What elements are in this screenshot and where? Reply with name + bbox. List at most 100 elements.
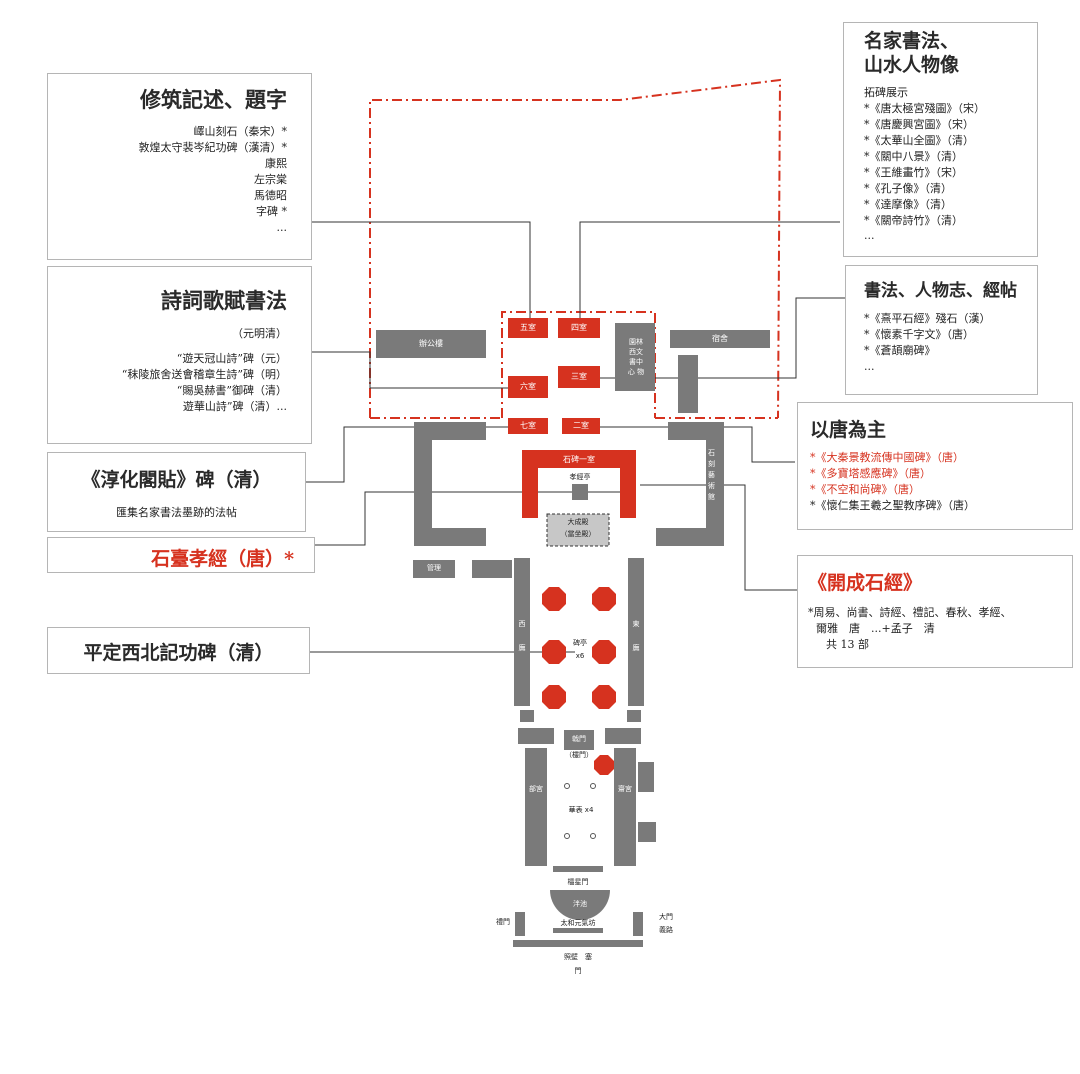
damen-label: 大門 xyxy=(659,913,673,921)
chunhua-desc: 匯集名家書法墨跡的法帖 xyxy=(116,506,237,519)
jimen-gate xyxy=(564,730,594,750)
pavilion xyxy=(542,640,566,664)
list-item: *《唐慶興宮圖》（宋） xyxy=(864,117,974,131)
office-building xyxy=(376,330,486,358)
room-6 xyxy=(508,376,548,398)
leader-lines xyxy=(306,221,845,653)
annotation-mingjia: 名家書法、 山水人物像 拓碑展示 *《唐太極宮殘圖》（宋） *《唐慶興宮圖》（宋… xyxy=(843,22,1038,257)
list-item: *《關中八景》（清） xyxy=(864,149,963,163)
mingjia-subtitle: 拓碑展示 xyxy=(864,86,908,99)
annotation-shitai: 石臺孝經（唐）* xyxy=(47,537,315,573)
huabiao-dots xyxy=(564,783,596,839)
room-1 xyxy=(522,450,636,518)
annotation-chunhua: 《淳化閣貼》碑（清） 匯集名家書法墨跡的法帖 xyxy=(47,452,306,532)
list-item: *《孔子像》（清） xyxy=(864,181,952,195)
zhaobi-wall xyxy=(513,940,643,947)
list-item: 遊華山詩”碑（清）... xyxy=(182,399,287,413)
damen-block xyxy=(633,912,643,936)
list-item: “秣陵旅舍送會稽章生詩”碑（明） xyxy=(121,367,287,381)
east-wing-label: 東廡 xyxy=(632,620,640,652)
room-2-label: 二室 xyxy=(573,421,589,430)
dorm-label: 宿舍 xyxy=(712,334,728,343)
annotation-pingding: 平定西北記功碑（清） xyxy=(47,627,310,674)
center-label-1: 園林 xyxy=(629,338,643,346)
list-item: “遊天冠山詩”碑（元） xyxy=(176,352,287,365)
beiting-label: 碑亭 xyxy=(573,639,587,647)
room-4-label: 四室 xyxy=(571,323,587,332)
stele-pavilions xyxy=(542,587,616,775)
huabiao-label: 華表 x4 xyxy=(568,806,594,814)
limen-label: 禮門 xyxy=(496,918,510,926)
dacheng-hall xyxy=(546,513,610,547)
center-label-3: 書中 xyxy=(629,358,643,366)
east-palace-label: 齋宮 xyxy=(618,785,632,793)
room-4 xyxy=(558,318,600,338)
annotation-kaicheng: 《開成石經》 *周易、尚書、詩經、禮記、春秋、孝經、 爾雅 唐 ...+孟子 清… xyxy=(797,555,1073,668)
pavilion xyxy=(592,640,616,664)
xiuzhu-title: 修筑記述、題字 xyxy=(140,87,287,112)
mingjia-list: 拓碑展示 *《唐太極宮殘圖》（宋） *《唐慶興宮圖》（宋） *《太華山全圖》（清… xyxy=(864,85,1027,244)
annotation-shufa: 書法、人物志、經帖 *《熹平石經》殘石（漢） *《懷素千字文》（唐） *《蒼頡廟… xyxy=(845,265,1038,395)
shufa-title: 書法、人物志、經帖 xyxy=(864,281,1017,301)
pavilion xyxy=(592,685,616,709)
list-item: 馬德昭 xyxy=(254,188,287,202)
taihe-label: 太和元氣坊 xyxy=(560,919,596,927)
mingjia-title-1: 名家書法、 xyxy=(864,30,960,52)
xiaojing-label: 孝經亭 xyxy=(569,473,591,481)
annotation-shici: 詩詞歌賦書法 （元明清） “遊天冠山詩”碑（元） “秣陵旅舍送會稽章生詩”碑（明… xyxy=(47,266,312,444)
north-boundary xyxy=(369,78,782,419)
list-item: *周易、尚書、詩經、禮記、春秋、孝經、 xyxy=(808,606,1012,619)
chunhua-title: 《淳化閣貼》碑（清） xyxy=(81,469,272,491)
list-item: 嶧山刻石（秦宋）* xyxy=(193,125,288,138)
east-gallery-label: 石刻藝術館 xyxy=(708,449,715,501)
list-item: ... xyxy=(864,359,875,373)
lingxing-label: 櫺星門 xyxy=(567,878,589,886)
shufa-list: *《熹平石經》殘石（漢） *《懷素千字文》（唐） *《蒼頡廟碑》 ... xyxy=(864,311,1031,375)
jimen-label: 戟門 xyxy=(572,735,586,743)
mingjia-title-2: 山水人物像 xyxy=(864,54,960,76)
annotation-yitang: 以唐為主 *《大秦景教流傳中國碑》（唐） *《多寶塔感應碑》（唐） *《不空和尚… xyxy=(797,402,1073,530)
inner-boundary xyxy=(501,311,656,418)
dorm-building xyxy=(670,330,770,348)
zhaobi-label-2: 門 xyxy=(574,967,582,975)
list-item: “賜吳赫書”御碑（清） xyxy=(176,383,287,397)
room-7 xyxy=(508,418,548,434)
dacheng-sub-label: （當坐殿） xyxy=(560,530,596,538)
list-item: *《熹平石經》殘石（漢） xyxy=(864,312,991,325)
guanli-label: 管理 xyxy=(427,564,441,572)
east-wing xyxy=(628,558,644,706)
room-5-label: 五室 xyxy=(520,323,536,332)
list-item: *《達摩像》（清） xyxy=(864,197,952,211)
list-item: *《懷仁集王羲之聖教序碑》（唐） xyxy=(810,498,975,512)
pavilion xyxy=(542,685,566,709)
list-item: *《太華山全圖》（清） xyxy=(864,133,974,147)
lingmen-label: （欞門） xyxy=(565,751,593,759)
west-palace-label: 部宮 xyxy=(529,785,543,793)
shici-period: （元明清） xyxy=(232,327,287,340)
list-item: ... xyxy=(864,229,875,243)
room-3 xyxy=(558,366,600,388)
xiaojing-pavilion xyxy=(572,484,588,500)
list-item: *《懷素千字文》（唐） xyxy=(864,327,974,341)
guanli-building xyxy=(413,560,455,578)
kaicheng-title: 《開成石經》 xyxy=(808,572,923,594)
room-1-label: 石碑一室 xyxy=(563,455,595,464)
pingding-title: 平定西北記功碑（清） xyxy=(83,642,274,664)
center-label-4: 心 物 xyxy=(627,368,645,376)
west-gallery xyxy=(414,422,486,546)
shici-title: 詩詞歌賦書法 xyxy=(161,288,287,313)
shitai-title: 石臺孝經（唐）* xyxy=(151,548,294,570)
center-label-2: 西文 xyxy=(629,348,643,356)
red-rooms xyxy=(508,318,636,518)
beiting-count: x6 xyxy=(575,652,585,660)
list-item: *《蒼頡廟碑》 xyxy=(864,343,936,357)
list-item: 爾雅 唐 ...+孟子 清 xyxy=(816,621,935,635)
pavilion xyxy=(542,587,566,611)
annotation-xiuzhu: 修筑記述、題字 嶧山刻石（秦宋）* 敦煌太守裴岑紀功碑（漢清）* 康熙 左宗棠 … xyxy=(47,73,312,260)
limen-block xyxy=(515,912,525,936)
pavilion xyxy=(594,755,614,775)
list-item: *《不空和尚碑》（唐） xyxy=(810,482,920,496)
lingxing-gate xyxy=(553,866,603,872)
yilu-label: 義路 xyxy=(659,926,673,934)
